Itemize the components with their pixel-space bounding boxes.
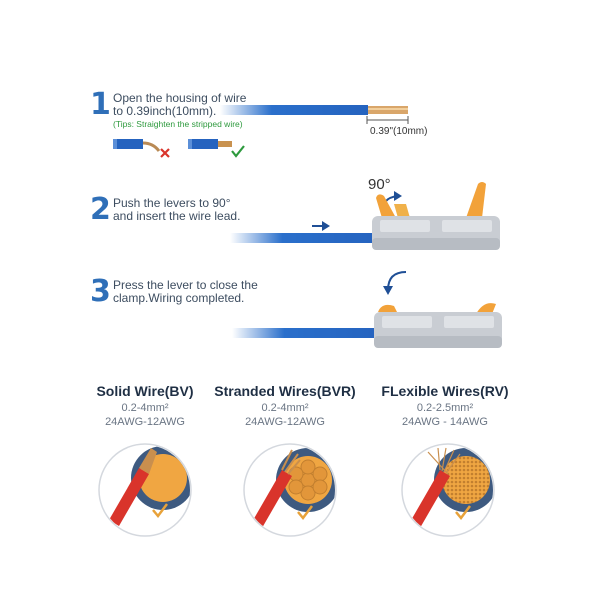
wire-type-1-range-awg: 24AWG-12AWG	[105, 416, 185, 428]
check-icon	[455, 505, 471, 521]
check-icon	[297, 505, 313, 521]
wire-type-3-range-awg: 24AWG - 14AWG	[402, 416, 488, 428]
step-1-wire	[220, 105, 368, 115]
measure-label: 0.39"(10mm)	[370, 126, 428, 137]
connector-closed	[374, 303, 502, 348]
wire-type-2-range-mm: 0.2-4mm²	[261, 402, 309, 414]
step-3-text-line1: Press the lever to close the	[113, 278, 258, 292]
step-1-text-line2: to 0.39inch(10mm).	[113, 104, 217, 118]
step-1-text-line1: Open the housing of wire	[113, 91, 247, 105]
step-1-number: 1	[90, 87, 111, 122]
step-2-text-line1: Push the levers to 90°	[113, 196, 231, 210]
wire-type-1-range-mm: 0.2-4mm²	[121, 402, 169, 414]
insert-arrow	[312, 221, 330, 231]
step-2-text-line2: and insert the wire lead.	[113, 209, 241, 223]
step-3-number: 3	[90, 274, 111, 309]
flexible-wire-illustration	[401, 443, 495, 537]
step-3-wire	[232, 328, 382, 338]
check-icon	[152, 503, 168, 519]
angle-label: 90°	[368, 176, 391, 193]
right-example	[188, 139, 245, 158]
stranded-wire-illustration	[243, 443, 337, 537]
connector-open	[372, 182, 500, 250]
stripped-wire-end	[368, 106, 408, 114]
step-1-tip: (Tips: Straighten the stripped wire)	[113, 119, 243, 129]
wrong-example	[113, 139, 170, 158]
wire-type-2-title: Stranded Wires(BVR)	[214, 383, 356, 399]
cross-icon	[160, 148, 170, 158]
step-2-number: 2	[90, 192, 111, 227]
press-arrow	[383, 271, 407, 295]
wire-type-3-range-mm: 0.2-2.5mm²	[416, 402, 474, 414]
solid-wire-illustration	[98, 443, 192, 537]
wire-type-1-title: Solid Wire(BV)	[96, 383, 194, 399]
check-icon	[231, 145, 245, 158]
measure-bracket	[366, 116, 409, 124]
step-3-text-line2: clamp.Wiring completed.	[113, 291, 245, 305]
wire-type-2-range-awg: 24AWG-12AWG	[245, 416, 325, 428]
wire-type-3-title: FLexible Wires(RV)	[381, 383, 509, 399]
step-2-wire	[230, 233, 380, 243]
